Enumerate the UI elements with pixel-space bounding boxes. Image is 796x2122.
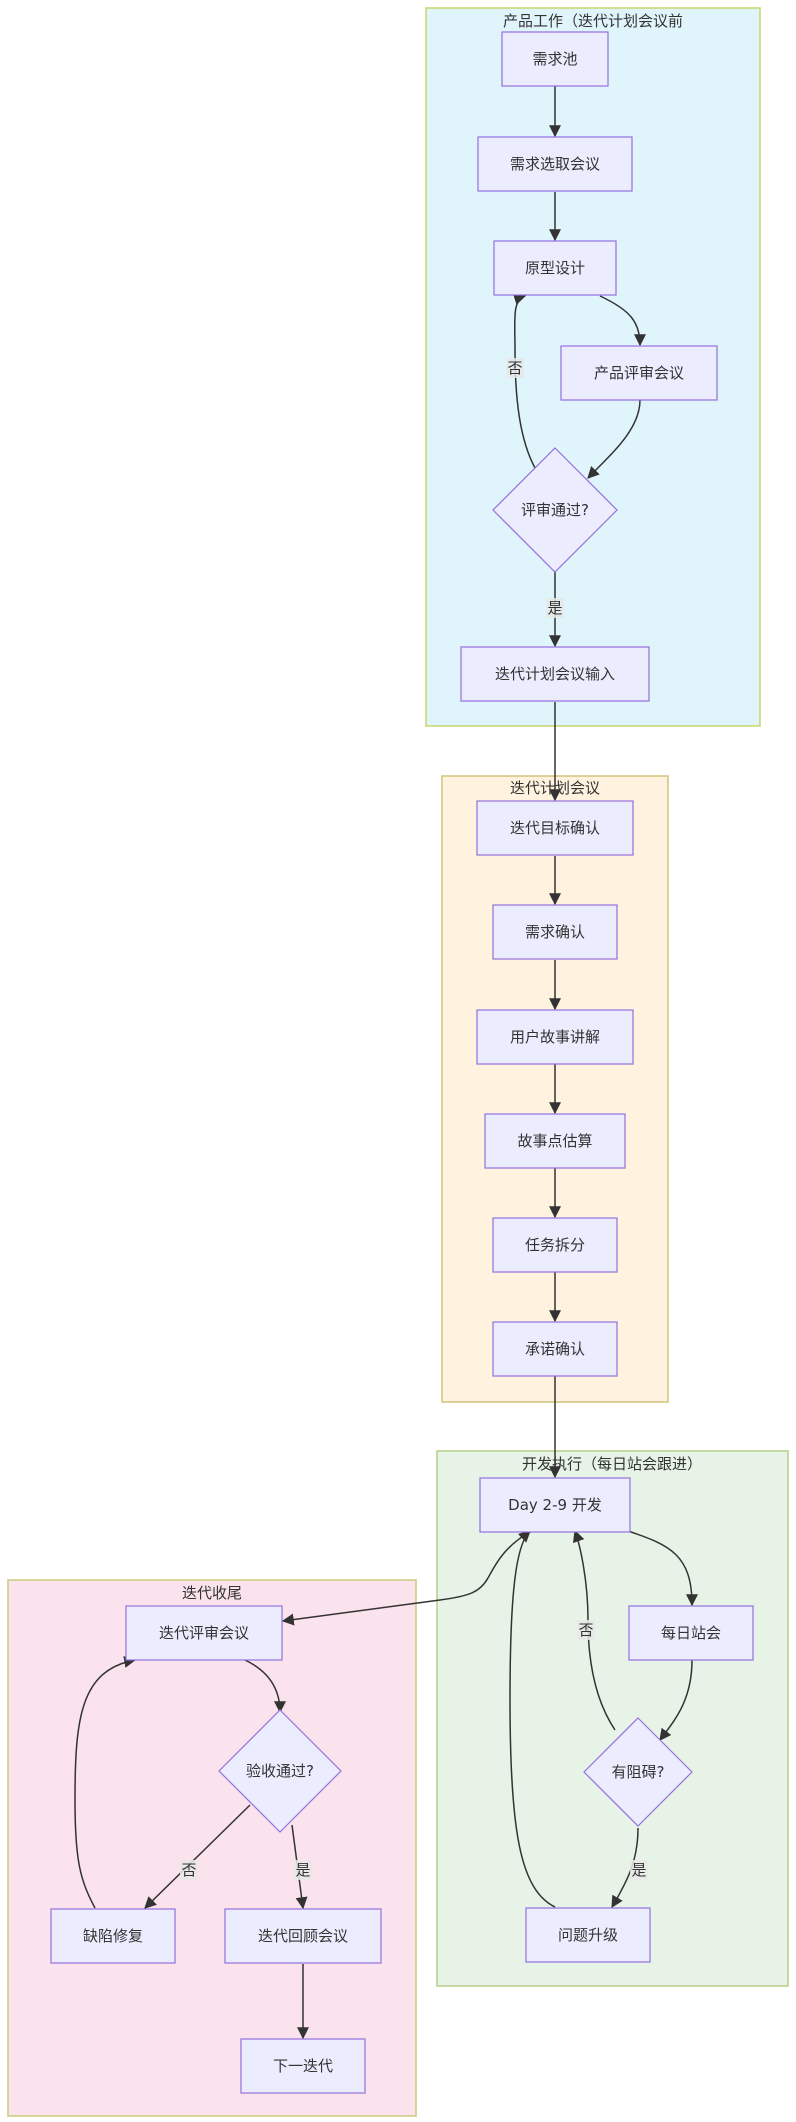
node-prototype-design-label: 原型设计 (525, 259, 585, 277)
node-accept-decision: 验收通过? (218, 1709, 342, 1833)
node-retrospective-label: 迭代回顾会议 (258, 1927, 348, 1945)
edge-label-accept-no: 否 (181, 1861, 196, 1879)
node-story-points: 故事点估算 (484, 1113, 626, 1169)
node-day-dev-box (479, 1477, 631, 1533)
label-bg-review-yes (546, 598, 564, 618)
edge-accept-no-bugfix (144, 1804, 251, 1909)
node-review-decision-shape (492, 447, 618, 573)
node-day-dev: Day 2-9 开发 (479, 1477, 631, 1533)
label-bg-accept-yes (294, 1860, 312, 1880)
node-daily-standup-box (628, 1605, 754, 1661)
node-goal-confirm: 迭代目标确认 (476, 800, 634, 856)
node-review-decision: 评审通过? (492, 447, 618, 573)
node-requirement-pool-box (501, 31, 609, 87)
node-goal-confirm-box (476, 800, 634, 856)
edge-label-blocked-no: 否 (578, 1621, 593, 1639)
node-req-confirm: 需求确认 (492, 904, 618, 960)
cluster-product-label: 产品工作（迭代计划会议前 (503, 12, 683, 30)
edge-itereview-to-accept (244, 1659, 286, 1714)
node-req-confirm-box (492, 904, 618, 960)
node-escalate-box (525, 1907, 651, 1963)
node-bug-fix-box (50, 1908, 176, 1964)
node-plan-input-label: 迭代计划会议输入 (495, 665, 615, 683)
node-task-split-box (492, 1217, 618, 1273)
edge-dev-to-standup (627, 1530, 698, 1607)
node-retrospective: 迭代回顾会议 (224, 1908, 382, 1964)
label-bg-review-no (506, 358, 524, 378)
label-bg-blocked-yes (630, 1860, 648, 1880)
node-plan-input: 迭代计划会议输入 (460, 646, 650, 702)
node-bug-fix: 缺陷修复 (50, 1908, 176, 1964)
node-requirement-select-label: 需求选取会议 (510, 155, 600, 173)
node-plan-input-box (460, 646, 650, 702)
edge-prototype-to-review (599, 295, 646, 347)
node-task-split-label: 任务拆分 (525, 1236, 585, 1254)
node-prototype-design: 原型设计 (493, 240, 617, 296)
node-story-explain-label: 用户故事讲解 (510, 1028, 600, 1046)
node-blocked-decision-label: 有阻碍? (612, 1763, 665, 1781)
node-story-points-label: 故事点估算 (517, 1132, 592, 1150)
node-retrospective-box (224, 1908, 382, 1964)
edge-dev-to-itereview (281, 1530, 533, 1626)
edge-label-accept-yes: 是 (295, 1861, 310, 1879)
label-bg-accept-no (180, 1860, 198, 1880)
node-accept-decision-label: 验收通过? (246, 1762, 314, 1780)
node-review-decision-label: 评审通过? (521, 501, 589, 519)
node-commit-confirm-box (492, 1321, 618, 1377)
node-next-iteration: 下一迭代 (240, 2038, 366, 2094)
edge-bugfix-to-itereview (74, 1656, 137, 1909)
cluster-dev-label: 开发执行（每日站会跟进） (522, 1455, 702, 1473)
node-prototype-design-box (493, 240, 617, 296)
node-product-review-box (560, 345, 718, 401)
node-commit-confirm-label: 承诺确认 (525, 1340, 585, 1358)
node-iteration-review-label: 迭代评审会议 (159, 1624, 249, 1642)
cluster-iteration-wrapup: 迭代收尾 (7, 1579, 417, 2117)
node-goal-confirm-label: 迭代目标确认 (510, 819, 600, 837)
node-requirement-select-box (477, 136, 633, 192)
edge-label-blocked-yes: 是 (631, 1861, 646, 1879)
node-next-iteration-box (240, 2038, 366, 2094)
edge-standup-to-blocked (659, 1659, 693, 1741)
cluster-wrap-box (7, 1579, 417, 2117)
node-iteration-review: 迭代评审会议 (125, 1605, 283, 1661)
label-bg-blocked-no (577, 1620, 595, 1640)
edge-escalate-to-dev (509, 1530, 556, 1908)
node-bug-fix-label: 缺陷修复 (83, 1927, 143, 1945)
node-daily-standup: 每日站会 (628, 1605, 754, 1661)
node-blocked-decision: 有阻碍? (583, 1717, 693, 1827)
edge-review-to-decision (587, 399, 641, 479)
node-story-explain: 用户故事讲解 (476, 1009, 634, 1065)
node-req-confirm-label: 需求确认 (525, 923, 585, 941)
edge-label-review-yes: 是 (547, 599, 562, 617)
node-task-split: 任务拆分 (492, 1217, 618, 1273)
edges (74, 86, 698, 2040)
node-escalate-label: 问题升级 (558, 1926, 618, 1944)
node-escalate: 问题升级 (525, 1907, 651, 1963)
node-day-dev-label: Day 2-9 开发 (508, 1496, 602, 1514)
cluster-wrap-label: 迭代收尾 (182, 1584, 242, 1602)
node-daily-standup-label: 每日站会 (661, 1624, 721, 1642)
node-product-review: 产品评审会议 (560, 345, 718, 401)
node-iteration-review-box (125, 1605, 283, 1661)
edge-label-review-no: 否 (507, 359, 522, 377)
node-story-explain-box (476, 1009, 634, 1065)
node-requirement-pool: 需求池 (501, 31, 609, 87)
node-accept-decision-shape (218, 1709, 342, 1833)
node-story-points-box (484, 1113, 626, 1169)
node-requirement-select: 需求选取会议 (477, 136, 633, 192)
node-next-iteration-label: 下一迭代 (273, 2057, 333, 2075)
node-product-review-label: 产品评审会议 (594, 364, 684, 382)
node-commit-confirm: 承诺确认 (492, 1321, 618, 1377)
node-blocked-decision-shape (583, 1717, 693, 1827)
edge-labels: 否 是 否 是 否 是 (180, 358, 648, 1880)
node-requirement-pool-label: 需求池 (532, 50, 577, 68)
